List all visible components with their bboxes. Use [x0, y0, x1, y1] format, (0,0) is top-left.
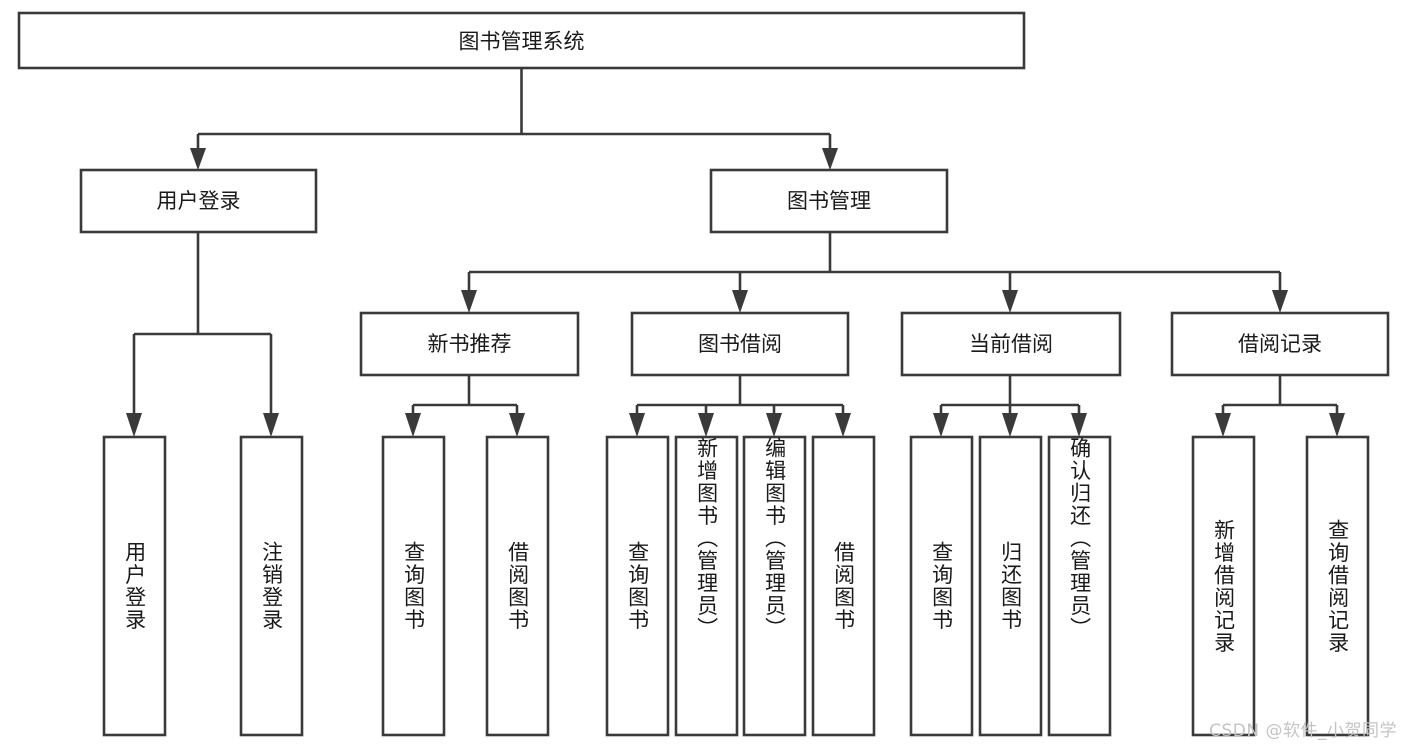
node-current-borrow[interactable]: 当前借阅	[900, 311, 1122, 377]
node-book-management-box	[709, 168, 949, 234]
node-current-borrow-box	[900, 311, 1122, 377]
connectors-user-login-to-leaves	[126, 232, 279, 437]
node-book-management-label: 图书管理	[787, 189, 871, 213]
arrow-head-leaf-borrow-book-2	[835, 413, 851, 437]
leaf-box-query-record[interactable]	[1305, 435, 1370, 737]
arrow-head-leaf-query-book-1	[405, 413, 421, 437]
arrow-head-leaf-query-record	[1329, 413, 1345, 437]
leaf-box-query-book-3[interactable]	[909, 435, 974, 737]
leaf-box-add-book[interactable]	[674, 435, 739, 737]
node-root-system[interactable]: 图书管理系统	[17, 11, 1026, 70]
arrow-head-book-borrow	[732, 290, 748, 313]
node-new-book-recommend-box	[359, 311, 580, 377]
node-borrow-record-box	[1170, 311, 1390, 377]
arrow-head-borrow-record	[1272, 290, 1288, 313]
connectors-root-to-level2	[190, 68, 838, 170]
leaf-box-edit-book[interactable]	[742, 435, 807, 737]
connectors-book-borrow-to-leaves	[629, 375, 851, 437]
connectors-new-book-to-leaves	[405, 375, 525, 437]
arrow-head-leaf-confirm-return	[1071, 413, 1087, 437]
leaf-box-confirm-return[interactable]	[1047, 435, 1112, 737]
csdn-watermark: CSDN @软件_小贺同学	[1209, 721, 1397, 741]
arrow-head-user-login	[190, 148, 206, 170]
arrow-head-leaf-user-login	[126, 413, 142, 437]
arrow-head-leaf-edit-book	[766, 413, 782, 437]
node-user-login-label: 用户登录	[157, 189, 241, 213]
arrow-head-leaf-query-book-3	[933, 413, 949, 437]
arrow-head-leaf-add-book	[698, 413, 714, 437]
node-new-book-recommend[interactable]: 新书推荐	[359, 311, 580, 377]
leaf-box-return-book[interactable]	[978, 435, 1043, 737]
node-new-book-recommend-label: 新书推荐	[428, 332, 512, 356]
node-borrow-record[interactable]: 借阅记录	[1170, 311, 1390, 377]
arrow-head-current-borrow	[1002, 290, 1018, 313]
leaf-box-query-book-2[interactable]	[605, 435, 670, 737]
leaf-box-logout[interactable]	[239, 435, 304, 737]
node-current-borrow-label: 当前借阅	[969, 332, 1053, 356]
arrow-head-book-manage	[822, 148, 838, 170]
arrow-head-leaf-query-book-2	[629, 413, 645, 437]
connectors-book-manage-to-level3	[461, 232, 1288, 313]
node-book-management[interactable]: 图书管理	[709, 168, 949, 234]
arrow-head-leaf-add-record	[1215, 413, 1231, 437]
leaf-box-borrow-book-2[interactable]	[811, 435, 876, 737]
node-book-borrow-box	[630, 311, 850, 377]
arrow-head-leaf-logout	[263, 413, 279, 437]
connectors-borrow-record-to-leaves	[1215, 375, 1345, 437]
leaf-box-user-login[interactable]	[102, 435, 167, 737]
leaf-box-borrow-book-1[interactable]	[485, 435, 550, 737]
node-user-login[interactable]: 用户登录	[79, 168, 318, 234]
leaf-node-boxes	[102, 435, 1370, 737]
node-root-system-box	[17, 11, 1026, 70]
node-book-borrow-label: 图书借阅	[698, 332, 782, 356]
leaf-box-query-book-1[interactable]	[381, 435, 446, 737]
arrow-head-leaf-borrow-book-1	[509, 413, 525, 437]
arrow-head-new-book	[461, 290, 477, 313]
node-book-borrow[interactable]: 图书借阅	[630, 311, 850, 377]
node-root-system-label: 图书管理系统	[459, 30, 585, 54]
node-user-login-box	[79, 168, 318, 234]
leaf-box-add-record[interactable]	[1191, 435, 1256, 737]
node-borrow-record-label: 借阅记录	[1238, 332, 1322, 356]
arrow-head-leaf-return-book	[1002, 413, 1018, 437]
connectors-current-borrow-to-leaves	[933, 375, 1087, 437]
